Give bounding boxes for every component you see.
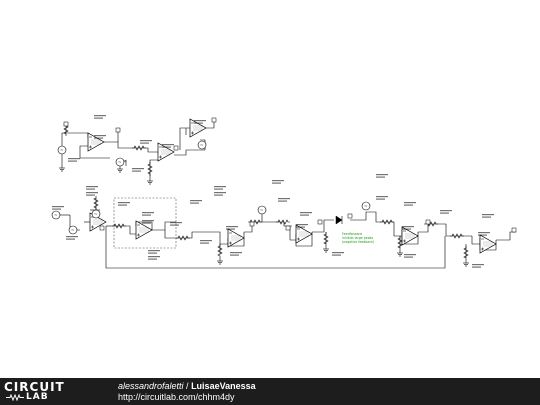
- project-name[interactable]: LuisaeVanessa: [191, 381, 256, 391]
- project-url[interactable]: http://circuitlab.com/chhm4dy: [118, 392, 235, 402]
- feedforward-note-line-2: inhibits large peaks: [342, 236, 374, 240]
- circuitlab-logo[interactable]: CIRCUIT LAB: [4, 381, 96, 402]
- circuit-schematic: ~: [51, 115, 517, 269]
- credit-separator: /: [183, 381, 192, 391]
- feedforward-note-line-1: Feedforward: [342, 232, 362, 236]
- credits: alessandrofaletti / LuisaeVanessa http:/…: [118, 381, 256, 403]
- feedforward-note-line-3: (negative feedback): [342, 240, 374, 244]
- logo-text-circuit: CIRCUIT: [4, 380, 65, 394]
- logo-text-lab: LAB: [26, 392, 49, 402]
- footer-bar: CIRCUIT LAB alessandrofaletti / LuisaeVa…: [0, 378, 540, 405]
- author-link[interactable]: alessandrofaletti: [118, 381, 184, 391]
- resistor-icon: [6, 394, 24, 401]
